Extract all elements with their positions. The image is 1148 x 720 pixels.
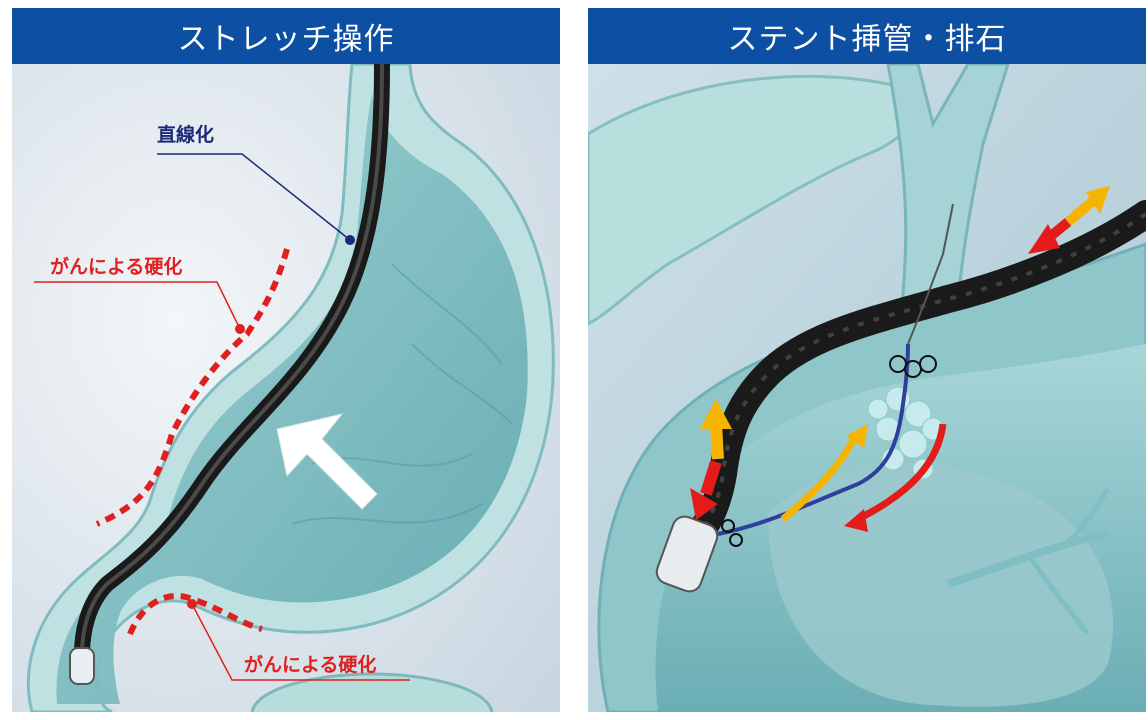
straighten-dot bbox=[345, 235, 355, 245]
panel-title-stretch: ストレッチ操作 bbox=[12, 8, 560, 64]
guide-wire bbox=[717, 343, 910, 536]
stretch-direction-arrow-icon bbox=[276, 413, 378, 510]
rotation-arrow-icon bbox=[780, 423, 947, 532]
push-pull-arrow-icon bbox=[690, 399, 732, 520]
label-straighten: 直線化 bbox=[157, 124, 215, 146]
hardening-upper-leader bbox=[34, 281, 241, 330]
panel-stretch: ストレッチ操作 bbox=[12, 8, 560, 712]
label-hardening-upper: がんによる硬化 bbox=[50, 256, 183, 278]
stomach-illustration bbox=[12, 64, 560, 712]
hardening-lower bbox=[127, 592, 263, 636]
duodenum-bulge bbox=[250, 672, 494, 712]
endoscope-tip bbox=[655, 515, 719, 593]
panel-title-stent: ステント挿管・排石 bbox=[588, 8, 1146, 64]
stomach-organ bbox=[588, 74, 919, 326]
straighten-leader-line bbox=[157, 153, 351, 241]
stomach-cavity bbox=[56, 94, 528, 704]
biliary-illustration bbox=[588, 64, 1146, 712]
label-hardening-lower: がんによる硬化 bbox=[244, 654, 377, 676]
panel-stent-insertion: ステント挿管・排石 bbox=[588, 8, 1146, 712]
push-pull-arrow-icon bbox=[1028, 186, 1110, 254]
hardening-upper bbox=[95, 248, 290, 527]
endoscope-tip bbox=[69, 647, 95, 685]
hardening-lower-leader bbox=[191, 603, 410, 681]
